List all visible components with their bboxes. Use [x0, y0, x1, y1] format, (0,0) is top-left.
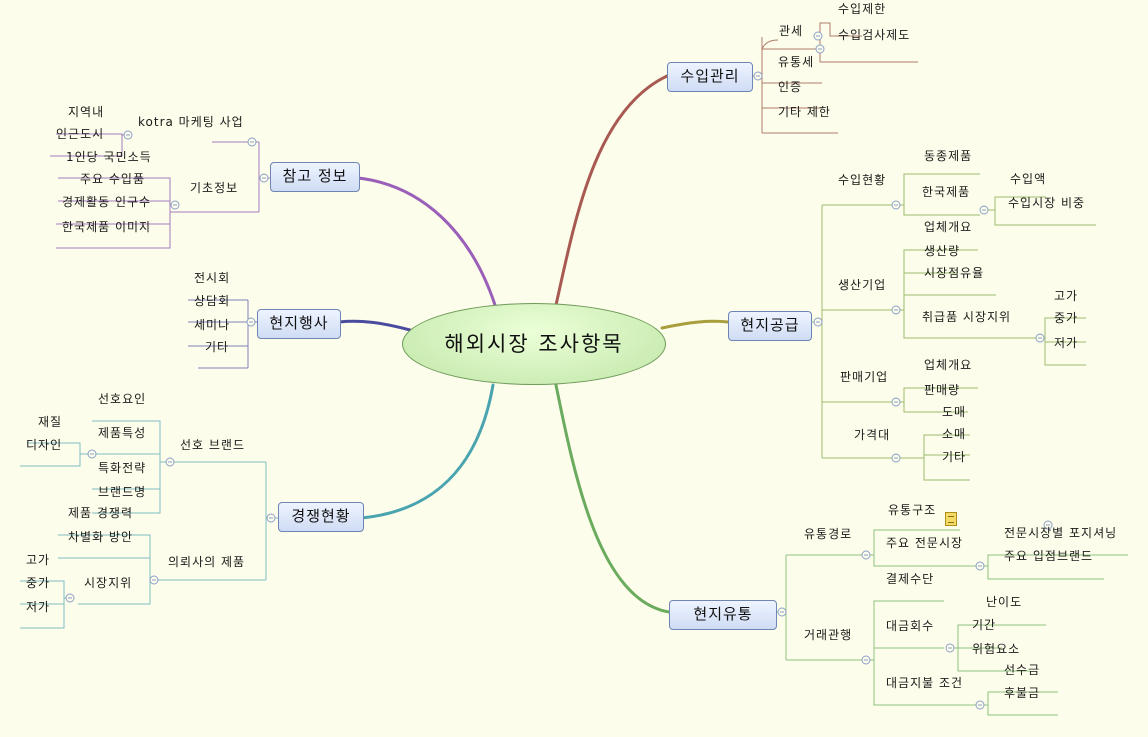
- channel-node[interactable]: 유통경로: [804, 527, 853, 541]
- material-node[interactable]: 재질: [38, 415, 63, 429]
- specialization-node[interactable]: 특화전략: [98, 461, 147, 475]
- major-imports-node[interactable]: 주요 수입품: [80, 172, 146, 186]
- risk-node[interactable]: 위험요소: [972, 642, 1021, 656]
- brands-node[interactable]: 주요 입점브랜드: [1004, 549, 1094, 563]
- positioning-node[interactable]: 전문시장별 포지셔닝: [1004, 526, 1118, 540]
- import-amount-node[interactable]: 수입액: [1010, 172, 1047, 186]
- deferred-node[interactable]: 후불금: [1004, 686, 1041, 700]
- comp-high-node[interactable]: 고가: [26, 553, 51, 567]
- import-topic[interactable]: 수입관리: [667, 62, 753, 92]
- region-node[interactable]: 지역내: [68, 105, 105, 119]
- high-node[interactable]: 고가: [1054, 289, 1079, 303]
- events-other-node[interactable]: 기타: [205, 340, 230, 354]
- collection-node[interactable]: 대금회수: [886, 619, 935, 633]
- sales-volume-node[interactable]: 판매량: [924, 383, 961, 397]
- tariff-node[interactable]: 관세: [779, 24, 804, 38]
- price-range-node[interactable]: 가격대: [854, 428, 891, 442]
- similar-products-node[interactable]: 동종제품: [924, 149, 973, 163]
- retail-node[interactable]: 소매: [942, 427, 967, 441]
- mid-node[interactable]: 중가: [1054, 311, 1079, 325]
- korea-image-node[interactable]: 한국제품 이미지: [62, 220, 152, 234]
- import-share-node[interactable]: 수입시장 비중: [1008, 196, 1086, 210]
- differentiation-node[interactable]: 차별화 방안: [68, 530, 134, 544]
- structure-node[interactable]: 유통구조: [888, 503, 937, 517]
- note-icon[interactable]: [945, 512, 957, 526]
- payment-node[interactable]: 결제수단: [886, 572, 935, 586]
- prod-overview-node[interactable]: 업체개요: [924, 220, 973, 234]
- rival-products-node[interactable]: 의뢰사의 제품: [168, 555, 246, 569]
- output-node[interactable]: 생산량: [924, 244, 961, 258]
- market-share-node[interactable]: 시장점유율: [924, 266, 985, 280]
- events-topic[interactable]: 현지행사: [257, 309, 341, 339]
- import-limit-node[interactable]: 수입제한: [838, 2, 887, 16]
- preferred-brand-node[interactable]: 선호 브랜드: [180, 438, 246, 452]
- comp-mid-node[interactable]: 중가: [26, 576, 51, 590]
- market-position-node[interactable]: 시장지위: [84, 576, 133, 590]
- specialty-market-node[interactable]: 주요 전문시장: [886, 536, 964, 550]
- kotra-node[interactable]: kotra 마케팅 사업: [138, 115, 244, 129]
- import-status-node[interactable]: 수입현황: [838, 173, 887, 187]
- difficulty-node[interactable]: 난이도: [986, 595, 1023, 609]
- pay-terms-node[interactable]: 대금지불 조건: [886, 676, 964, 690]
- production-node[interactable]: 생산기업: [838, 278, 887, 292]
- comp-low-node[interactable]: 저가: [26, 600, 51, 614]
- certification-node[interactable]: 인증: [778, 80, 803, 94]
- brand-name-node[interactable]: 브랜드명: [98, 485, 147, 499]
- wholesale-node[interactable]: 도매: [942, 405, 967, 419]
- population-node[interactable]: 경제활동 인구수: [62, 195, 152, 209]
- seminar-node[interactable]: 세미나: [194, 318, 231, 332]
- import-inspection-node[interactable]: 수입검사제도: [838, 28, 911, 42]
- practice-node[interactable]: 거래관행: [804, 628, 853, 642]
- competition-topic[interactable]: 경쟁현황: [278, 502, 364, 532]
- position-node[interactable]: 취급품 시장지위: [922, 310, 1012, 324]
- basic-info-node[interactable]: 기초정보: [190, 181, 239, 195]
- reference-topic[interactable]: 참고 정보: [270, 162, 360, 192]
- other-limit-node[interactable]: 기타 제한: [778, 105, 831, 119]
- distribution-tax-node[interactable]: 유통세: [778, 55, 815, 69]
- preference-factor-node[interactable]: 선호요인: [98, 392, 147, 406]
- consultation-node[interactable]: 상담회: [194, 294, 231, 308]
- competitiveness-node[interactable]: 제품 경쟁력: [68, 506, 134, 520]
- korean-products-node[interactable]: 한국제품: [922, 185, 971, 199]
- low-node[interactable]: 저가: [1054, 336, 1079, 350]
- exhibition-node[interactable]: 전시회: [194, 271, 231, 285]
- design-node[interactable]: 디자인: [26, 438, 63, 452]
- sales-overview-node[interactable]: 업체개요: [924, 358, 973, 372]
- nearby-city-node[interactable]: 인근도시: [56, 127, 105, 141]
- gni-node[interactable]: 1인당 국민소득: [66, 150, 152, 164]
- sales-node[interactable]: 판매기업: [840, 370, 889, 384]
- supply-topic[interactable]: 현지공급: [728, 311, 812, 341]
- period-node[interactable]: 기간: [972, 618, 997, 632]
- distribution-topic[interactable]: 현지유통: [669, 600, 777, 630]
- supply-other-node[interactable]: 기타: [942, 450, 967, 464]
- central-topic[interactable]: 해외시장 조사항목: [402, 303, 666, 385]
- product-features-node[interactable]: 제품특성: [98, 426, 147, 440]
- advance-node[interactable]: 선수금: [1004, 663, 1041, 677]
